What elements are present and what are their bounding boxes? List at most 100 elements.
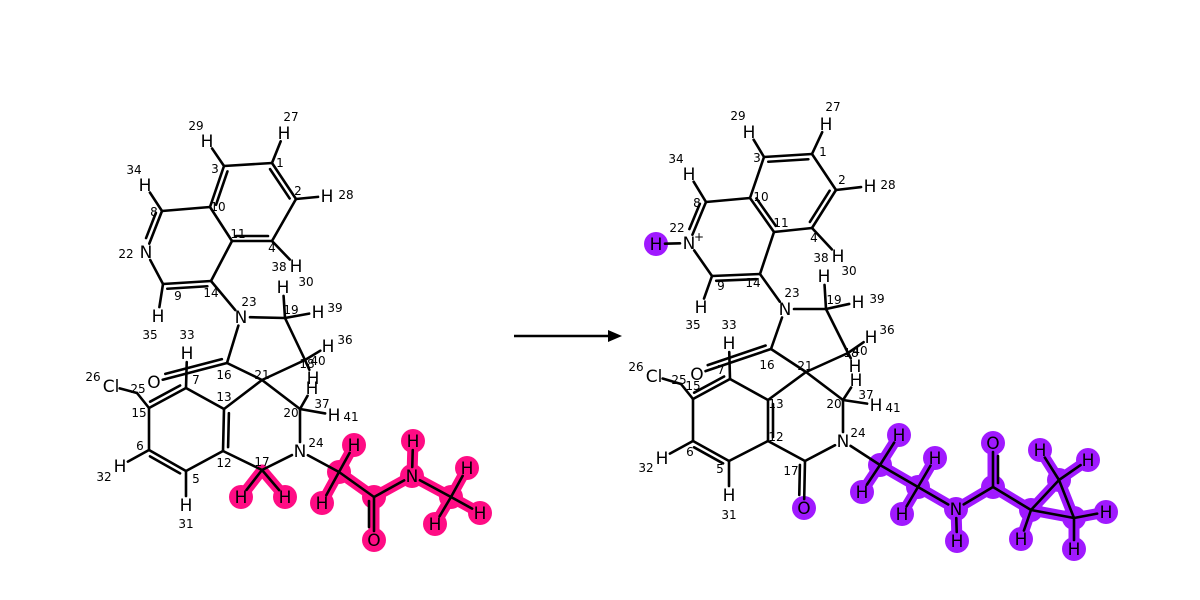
highlight-atom bbox=[792, 496, 816, 520]
atom-label-layer: 123456789101112131415161718192021N22N23N… bbox=[85, 100, 1112, 560]
double-bond-inner bbox=[164, 357, 224, 376]
highlight-atom bbox=[401, 429, 425, 453]
atom-index-label: 31 bbox=[721, 508, 736, 522]
atom-index-label: 34 bbox=[126, 163, 141, 177]
highlight-atom bbox=[923, 446, 947, 470]
highlight-atom bbox=[945, 529, 969, 553]
atom-label: O bbox=[797, 499, 810, 519]
atom-index-label: 20 bbox=[826, 397, 841, 411]
double-bond-inner bbox=[214, 170, 229, 207]
single-bond bbox=[294, 195, 320, 201]
double-bond-inner bbox=[148, 455, 182, 475]
single-bond bbox=[337, 470, 376, 499]
single-bond bbox=[803, 443, 837, 463]
single-bond bbox=[248, 315, 287, 320]
single-bond bbox=[810, 226, 834, 251]
atom-index-label: 41 bbox=[343, 410, 358, 424]
atom-index-label: 26 bbox=[85, 370, 100, 384]
single-bond bbox=[772, 226, 814, 234]
atom-label: H bbox=[139, 176, 152, 196]
atom-index-label: 22 bbox=[669, 221, 684, 235]
single-bond bbox=[160, 205, 212, 213]
double-bond bbox=[748, 196, 776, 234]
atom-index-label: 20 bbox=[283, 406, 298, 420]
single-bond bbox=[135, 391, 151, 410]
atom-label: H bbox=[743, 123, 756, 143]
single-bond bbox=[222, 378, 264, 411]
atom-label: H bbox=[1015, 530, 1028, 550]
single-bond bbox=[184, 449, 225, 473]
single-bond bbox=[225, 324, 240, 365]
single-bond bbox=[418, 478, 453, 499]
atom-index-label: 36 bbox=[337, 333, 352, 347]
single-bond bbox=[661, 377, 683, 386]
double-bond bbox=[810, 188, 838, 230]
atom-index-label: 24 bbox=[308, 436, 323, 450]
atom-index-label: 26 bbox=[628, 360, 643, 374]
double-bond-inner bbox=[148, 384, 182, 403]
single-bond bbox=[962, 485, 995, 506]
atom-label: H bbox=[290, 257, 303, 277]
atom-index-label: 5 bbox=[192, 472, 200, 486]
single-bond bbox=[1072, 512, 1099, 520]
double-bond bbox=[147, 448, 188, 473]
single-bond bbox=[878, 463, 920, 489]
atom-index-label: 8 bbox=[150, 205, 158, 219]
atom-label: H bbox=[820, 115, 833, 135]
atom-label: H bbox=[723, 486, 736, 506]
single-bond bbox=[692, 249, 714, 278]
atom-label: H bbox=[348, 436, 361, 456]
atom-index-label: 25 bbox=[671, 373, 686, 387]
double-bond-inner bbox=[144, 211, 158, 240]
single-bond bbox=[769, 316, 784, 351]
double-bond-inner bbox=[226, 411, 231, 449]
single-bond bbox=[766, 370, 808, 402]
atom-label: Cl bbox=[103, 377, 120, 397]
atom-index-label: 33 bbox=[179, 328, 194, 342]
atom-label: H bbox=[656, 449, 669, 469]
highlight-atom bbox=[644, 232, 668, 256]
atom-index-label: 37 bbox=[858, 388, 873, 402]
atom-index-label: 7 bbox=[192, 373, 200, 387]
atom-index-label: 25 bbox=[130, 382, 145, 396]
atom-label: H bbox=[1034, 441, 1047, 461]
highlight-atom bbox=[310, 491, 334, 515]
single-bond bbox=[727, 439, 770, 463]
atom-label: H bbox=[307, 369, 320, 389]
atom-index-label: 29 bbox=[730, 109, 745, 123]
single-bond bbox=[260, 378, 302, 411]
single-bond bbox=[758, 272, 782, 303]
atom-label: H bbox=[870, 396, 883, 416]
double-bond bbox=[161, 279, 213, 286]
atom-index-label: 19 bbox=[283, 303, 298, 317]
atom-index-label: 2 bbox=[838, 173, 846, 187]
atom-label: H bbox=[321, 187, 334, 207]
single-bond bbox=[126, 448, 151, 463]
single-bond bbox=[916, 464, 932, 489]
atom-label: N bbox=[406, 467, 419, 487]
atom-index-label: 1 bbox=[819, 145, 827, 159]
atom-label: O bbox=[690, 365, 703, 385]
atom-label: H bbox=[896, 505, 909, 525]
single-bond bbox=[438, 495, 453, 518]
highlight-atom bbox=[362, 528, 386, 552]
atom-label: H bbox=[864, 177, 877, 197]
highlight-atom bbox=[850, 480, 874, 504]
atom-label: N bbox=[837, 432, 850, 452]
atom-label: H bbox=[929, 449, 942, 469]
atom-index-label: 13 bbox=[768, 397, 783, 411]
highlight-layer bbox=[229, 232, 1118, 561]
double-bond bbox=[691, 439, 731, 463]
atom-label: N bbox=[294, 442, 307, 462]
atom-label: H bbox=[1100, 503, 1113, 523]
single-bond bbox=[769, 347, 808, 374]
atom-index-label: 30 bbox=[298, 275, 313, 289]
single-bond bbox=[1057, 478, 1076, 520]
atom-label: H bbox=[322, 337, 335, 357]
single-bond bbox=[449, 474, 464, 499]
single-bond bbox=[916, 485, 950, 506]
atom-label: H bbox=[312, 303, 325, 323]
atom-index-label: 8 bbox=[693, 196, 701, 210]
double-bond-inner bbox=[808, 189, 831, 224]
single-bond bbox=[878, 441, 896, 467]
